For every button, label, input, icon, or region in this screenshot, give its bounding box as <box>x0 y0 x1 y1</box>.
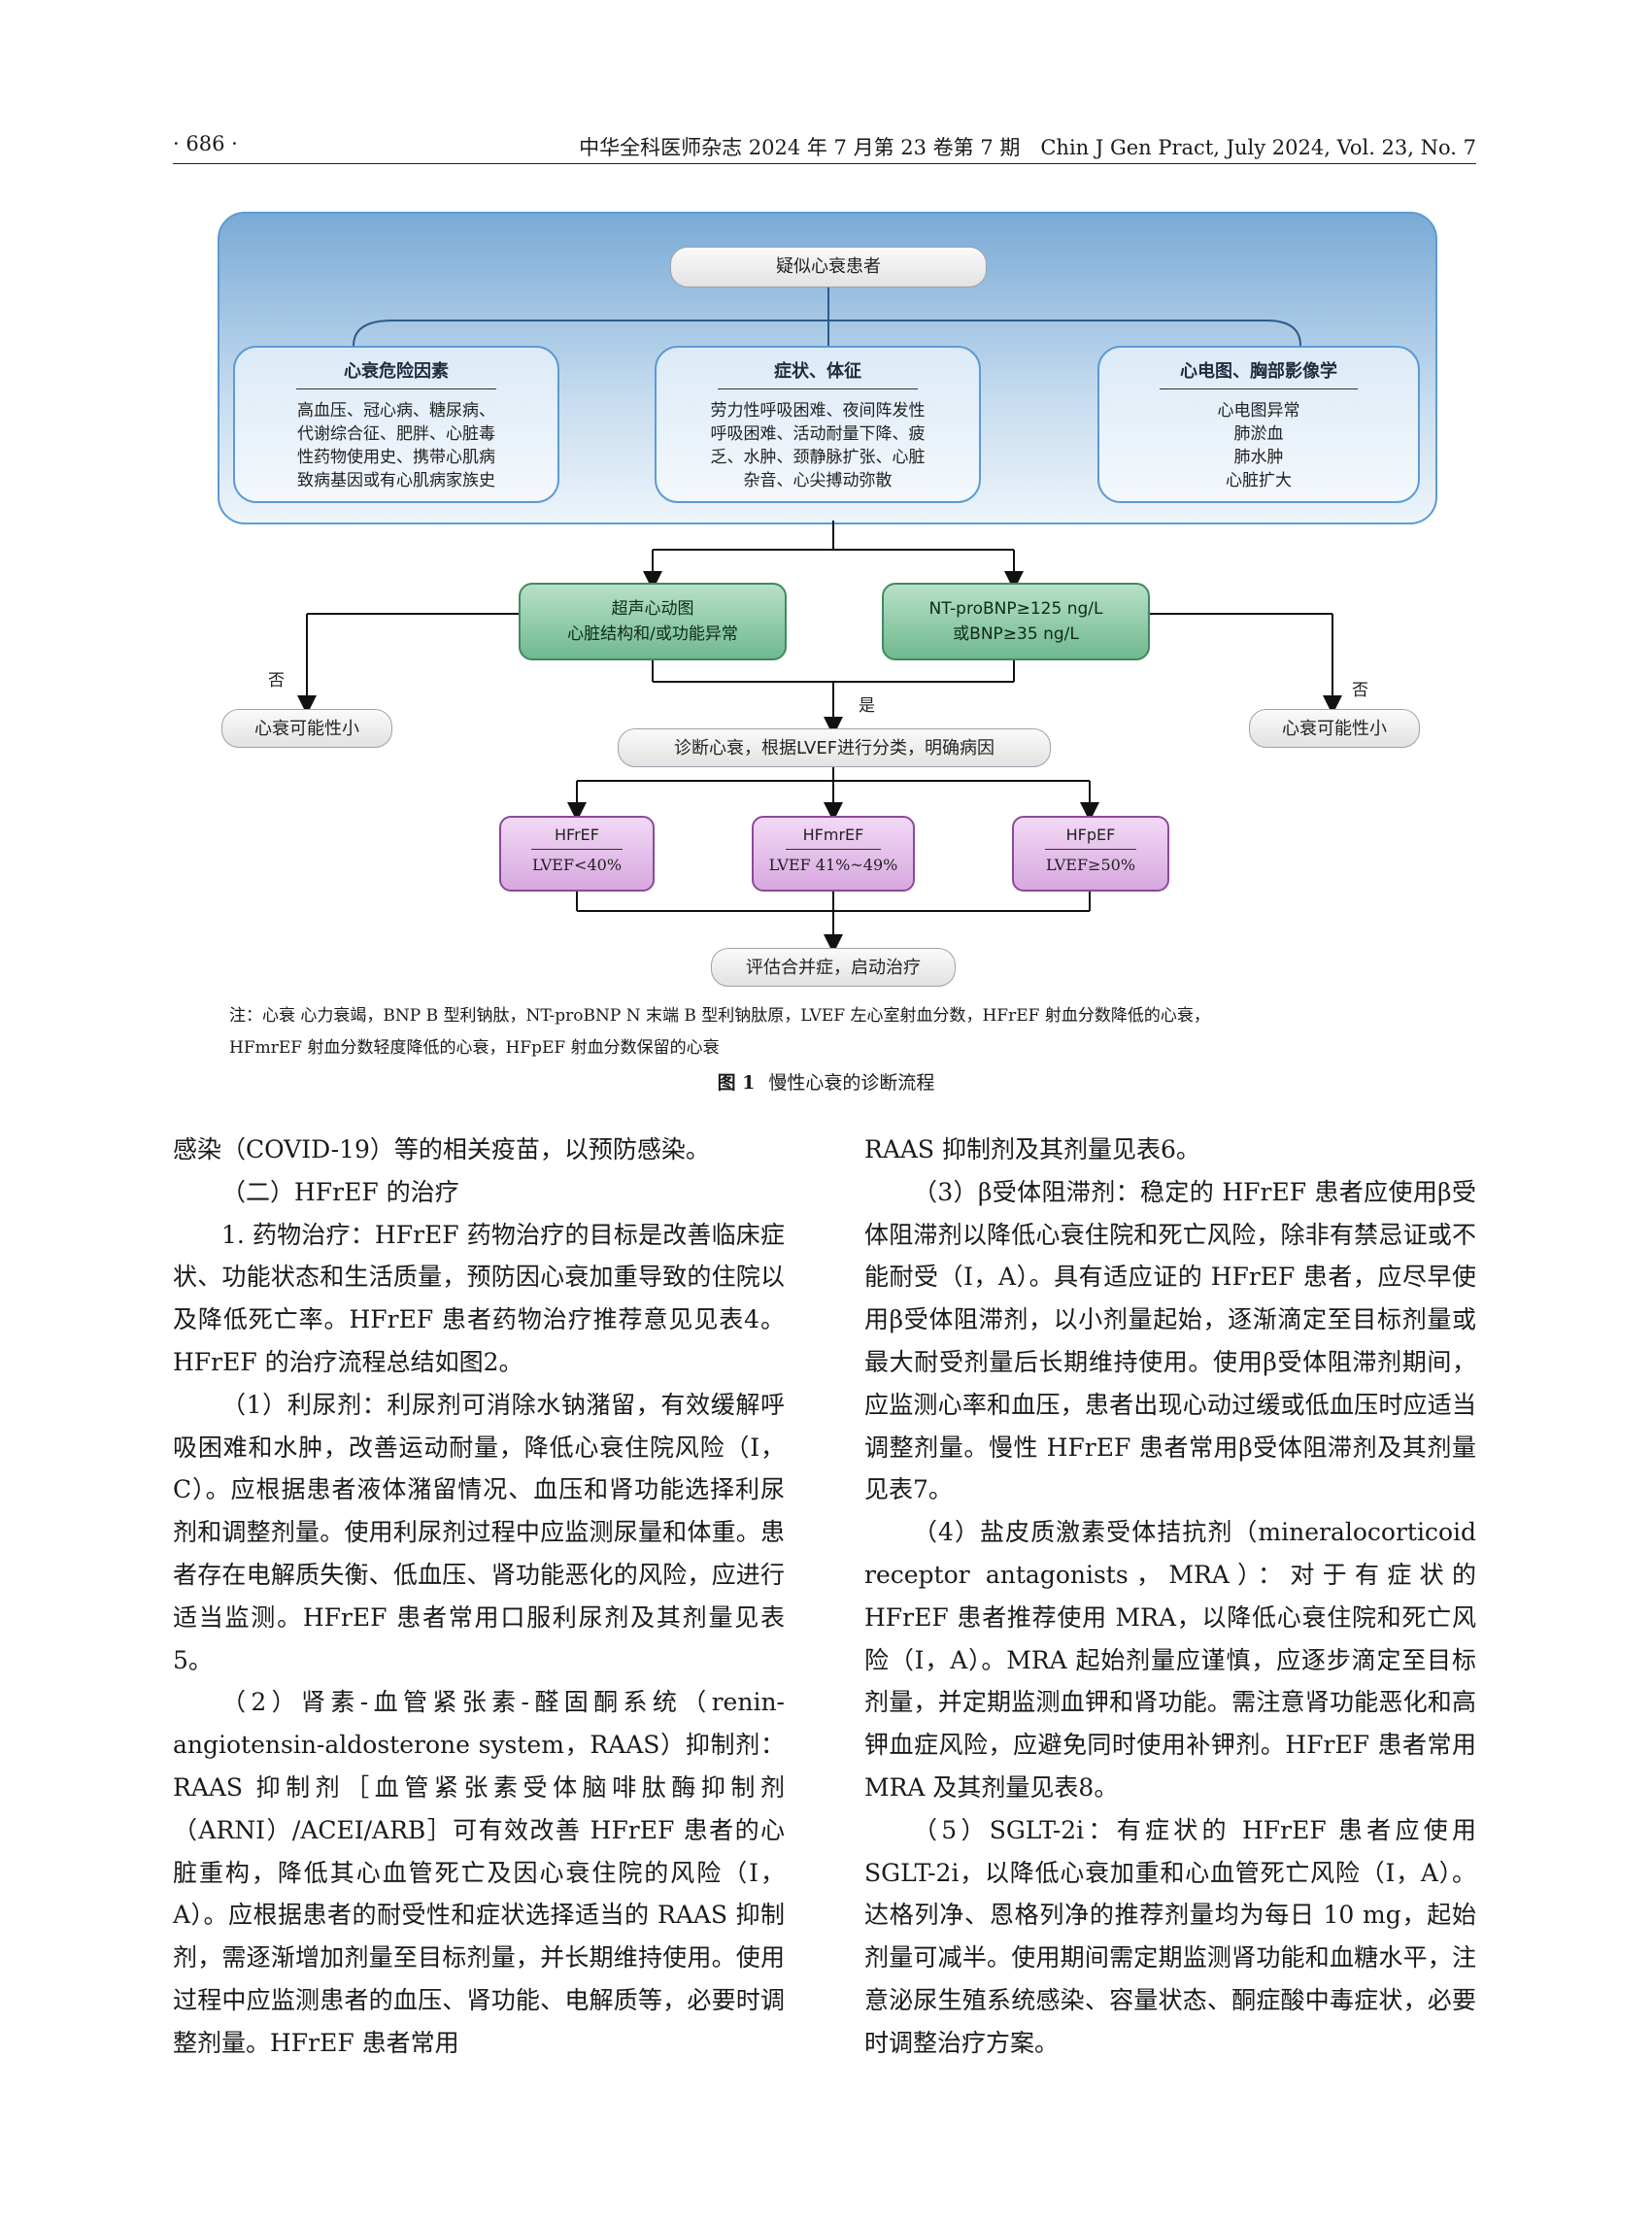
hfpef-lvef: LVEF≥50% <box>1045 856 1136 874</box>
paragraph: RAAS 抑制剂及其剂量见表6。 <box>864 1135 1200 1163</box>
paragraph: （2）肾素-血管紧张素-醛固酮系统（renin-angiotensin-aldo… <box>173 1688 785 2057</box>
ecg-imaging-text: 心电图异常 肺淤血 肺水肿 心脏扩大 <box>1217 401 1300 490</box>
journal-info: 中华全科医师杂志 2024 年 7 月第 23 卷第 7 期 Chin J Ge… <box>579 136 1476 159</box>
yes-label: 是 <box>859 696 875 716</box>
ecg-imaging-box: 心电图、胸部影像学 心电图异常 肺淤血 肺水肿 心脏扩大 <box>1097 346 1420 503</box>
paragraph: （3）β受体阻滞剂：稳定的 HFrEF 患者应使用β受体阻滞剂以降低心衰住院和死… <box>864 1177 1476 1504</box>
hfpef-title: HFpEF <box>1065 826 1116 844</box>
symptoms-title: 症状、体征 <box>774 361 861 382</box>
risk-factors-title: 心衰危险因素 <box>344 361 449 382</box>
no-label-left: 否 <box>268 671 285 691</box>
paragraph: 1. 药物治疗：HFrEF 药物治疗的目标是改善临床症状、功能状态和生活质量，预… <box>173 1220 785 1376</box>
symptoms-box: 症状、体征 劳力性呼吸困难、夜间阵发性 呼吸困难、活动耐量下降、疲 乏、水肿、颈… <box>655 346 981 503</box>
hfpef-box: HFpEF LVEF≥50% <box>1012 816 1169 892</box>
figure-note: 注：心衰 心力衰竭，BNP B 型利钠肽，NT-proBNP N 末端 B 型利… <box>229 1000 1433 1064</box>
paragraph: （1）利尿剂：利尿剂可消除水钠潴留，有效缓解呼吸困难和水肿，改善运动耐量，降低心… <box>173 1390 785 1674</box>
hfref-divider <box>531 849 623 850</box>
echo-text: 心脏结构和/或功能异常 <box>567 624 738 644</box>
symptoms-divider <box>718 388 918 389</box>
figure-note-line1: 注：心衰 心力衰竭，BNP B 型利钠肽，NT-proBNP N 末端 B 型利… <box>229 1006 1210 1026</box>
paragraph: 感染（COVID-19）等的相关疫苗，以预防感染。 <box>173 1135 710 1163</box>
hfmref-title: HFmrEF <box>802 826 864 844</box>
echocardiogram-box: 超声心动图 心脏结构和/或功能异常 <box>519 583 787 660</box>
ecg-imaging-divider <box>1160 388 1358 389</box>
no-label-right: 否 <box>1352 681 1368 700</box>
figure-caption-text: 慢性心衰的诊断流程 <box>768 1072 935 1094</box>
hfmref-box: HFmrEF LVEF 41%~49% <box>752 816 915 892</box>
page-number: · 686 · <box>173 132 238 155</box>
section-heading: （二）HFrEF 的治疗 <box>221 1177 459 1206</box>
bnp-line1: NT-proBNP≥125 ng/L <box>928 599 1103 619</box>
paragraph: （5）SGLT-2i：有症状的 HFrEF 患者应使用 SGLT-2i，以降低心… <box>864 1815 1476 2057</box>
echo-title: 超声心动图 <box>611 599 694 619</box>
hf-unlikely-right: 心衰可能性小 <box>1249 709 1420 748</box>
risk-factors-text: 高血压、冠心病、糖尿病、 代谢综合征、肥胖、心脏毒 性药物使用史、携带心肌病 致… <box>297 401 495 490</box>
hfpef-divider <box>1044 849 1137 850</box>
hfref-lvef: LVEF<40% <box>531 856 623 874</box>
hfref-box: HFrEF LVEF<40% <box>499 816 655 892</box>
hf-unlikely-left: 心衰可能性小 <box>221 709 392 748</box>
figure-caption: 图 1 慢性心衰的诊断流程 <box>0 1068 1652 1095</box>
right-column: RAAS 抑制剂及其剂量见表6。 （3）β受体阻滞剂：稳定的 HFrEF 患者应… <box>864 1129 1476 2065</box>
running-header: · 686 · 中华全科医师杂志 2024 年 7 月第 23 卷第 7 期 C… <box>173 130 1476 164</box>
suspected-hf-box: 疑似心衰患者 <box>670 247 987 287</box>
hfmref-divider <box>785 849 882 850</box>
flow-connectors <box>297 286 1342 954</box>
hfref-title: HFrEF <box>555 826 599 844</box>
figure-caption-label: 图 1 <box>717 1072 756 1094</box>
risk-factors-box: 心衰危险因素 高血压、冠心病、糖尿病、 代谢综合征、肥胖、心脏毒 性药物使用史、… <box>233 346 559 503</box>
start-treatment-box: 评估合并症，启动治疗 <box>711 948 956 987</box>
left-column: 感染（COVID-19）等的相关疫苗，以预防感染。 （二）HFrEF 的治疗 1… <box>173 1129 785 2065</box>
ecg-imaging-title: 心电图、胸部影像学 <box>1180 361 1337 382</box>
figure-1-flowchart: 疑似心衰患者 心衰危险因素 高血压、冠心病、糖尿病、 代谢综合征、肥胖、心脏毒 … <box>218 212 1437 989</box>
risk-factors-divider <box>296 388 496 389</box>
symptoms-text: 劳力性呼吸困难、夜间阵发性 呼吸困难、活动耐量下降、疲 乏、水肿、颈静脉扩张、心… <box>710 401 926 490</box>
figure-note-line2: HFmrEF 射血分数轻度降低的心衰，HFpEF 射血分数保留的心衰 <box>229 1038 720 1058</box>
bnp-box: NT-proBNP≥125 ng/L 或BNP≥35 ng/L <box>882 583 1150 660</box>
hfmref-lvef: LVEF 41%~49% <box>768 856 898 874</box>
bnp-line2: 或BNP≥35 ng/L <box>953 624 1079 644</box>
paragraph: （4）盐皮质激素受体拮抗剂（mineralocorticoid receptor… <box>864 1518 1476 1802</box>
diagnose-hf-box: 诊断心衰，根据LVEF进行分类，明确病因 <box>618 728 1051 767</box>
